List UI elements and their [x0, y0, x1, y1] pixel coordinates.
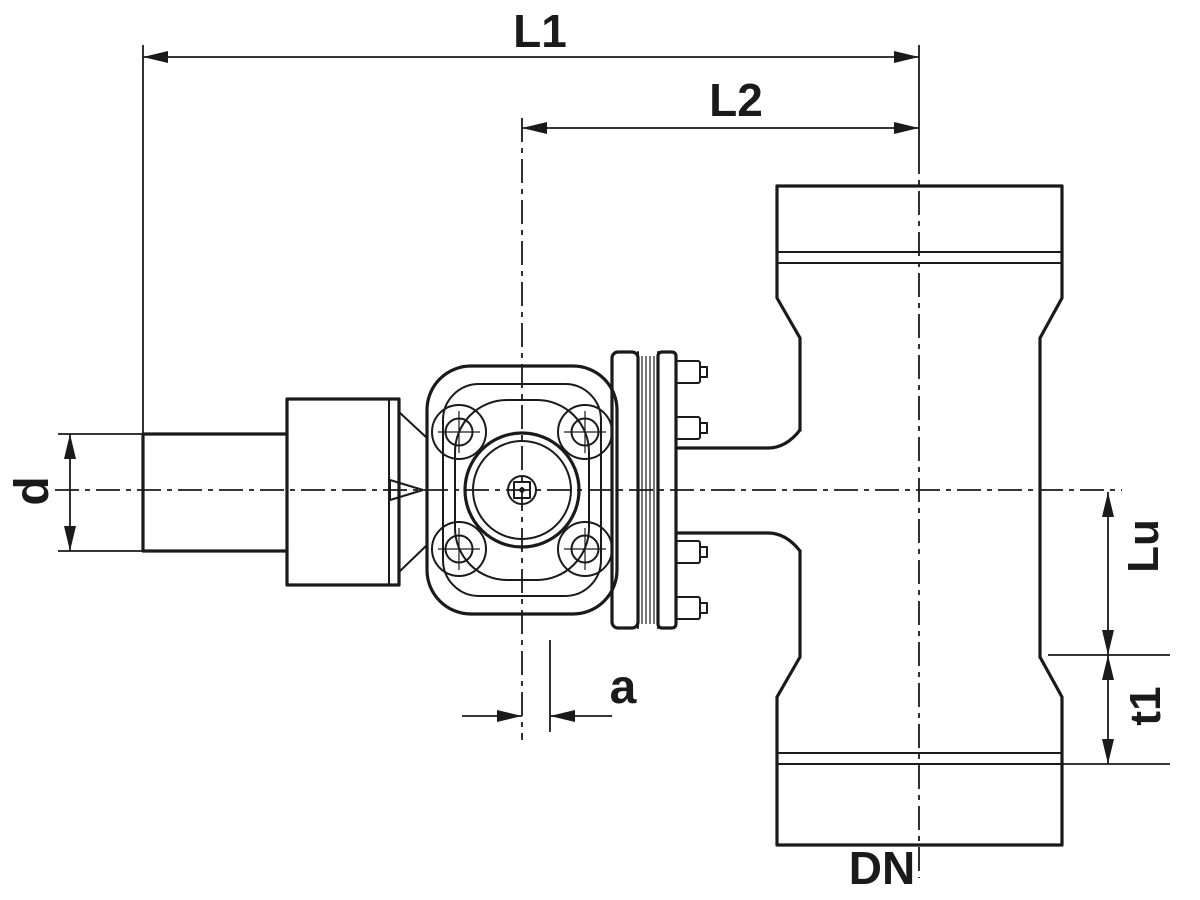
tee-pipe: [775, 184, 1064, 847]
dim-label-l1: L1: [513, 5, 567, 57]
dim-label-d: d: [6, 476, 59, 505]
bell-taper-lines: [398, 411, 428, 573]
bolt-nut-2: [675, 416, 701, 440]
bolt-ear-top-left: [431, 404, 487, 460]
dim-label-a: a: [610, 661, 637, 714]
spigot-outline: [141, 432, 289, 553]
arrow-l1-right: [894, 51, 919, 63]
dim-lines-lu-t1: [1048, 492, 1170, 765]
bolt-nut-3: [675, 540, 701, 564]
tee-lower-outline: [775, 549, 1064, 847]
arrow-l1-left: [143, 51, 168, 63]
valve-flange-outline: [425, 364, 619, 616]
arrow-a-left: [497, 710, 522, 722]
arrow-t1-bottom: [1102, 739, 1114, 764]
arrow-d-bottom: [64, 526, 76, 551]
tee-left-upper-outline: [775, 184, 802, 432]
bottom-socket-gasket-lines: [776, 752, 1063, 765]
tee-right-outline: [1038, 184, 1064, 659]
spindle-square-nut: [513, 481, 531, 499]
valve-bonnet-outline: [454, 399, 590, 581]
dim-label-dn: DN: [849, 842, 915, 894]
dimension-labels: L1 L2 d a Lu t1 DN: [6, 5, 1170, 894]
bolt-ear-bottom-left: [431, 521, 487, 577]
bolt-stub-4: [699, 602, 708, 614]
flange-connection: [610, 350, 802, 630]
arrow-l2-left: [522, 122, 547, 134]
wedge-marker: [389, 479, 424, 501]
arrow-a-right: [550, 710, 575, 722]
dimension-arrows: [64, 51, 1114, 764]
spindle-circle: [507, 475, 537, 505]
bell-outline: [285, 397, 401, 587]
flange-plate-right: [656, 350, 678, 630]
arrow-d-top: [64, 434, 76, 459]
dim-label-t1: t1: [1121, 686, 1170, 725]
bolt-stub-3: [699, 546, 708, 558]
branch-pipe-bottom-line: [674, 531, 802, 553]
gasket-hatch-lines: [641, 356, 655, 624]
left-pipe: [141, 397, 428, 587]
arrow-lu-bottom: [1102, 630, 1114, 655]
bolt-stub-1: [699, 366, 708, 378]
valve-center-circle-inner: [472, 440, 572, 540]
arrow-t1-top: [1102, 655, 1114, 680]
bolt-nut-4: [675, 596, 701, 620]
bolt-cross-marks: [438, 411, 606, 570]
branch-pipe-top-line: [674, 428, 802, 450]
top-socket-gasket-lines: [776, 251, 1063, 264]
valve-center-circle-outer: [463, 431, 581, 549]
valve-body: [425, 364, 619, 616]
dim-label-lu: Lu: [1119, 519, 1168, 573]
spindle-center-dot: [519, 487, 525, 493]
arrow-lu-top: [1102, 492, 1114, 517]
dim-lines-a: [462, 640, 612, 732]
bolt-stub-2: [699, 422, 708, 434]
dim-label-l2: L2: [709, 74, 763, 126]
dimension-lines: [58, 45, 1170, 765]
bolt-nut-1: [675, 360, 701, 384]
valve-inner-outline: [442, 383, 602, 597]
arrow-l2-right: [894, 122, 919, 134]
flange-bolts: [675, 360, 708, 620]
